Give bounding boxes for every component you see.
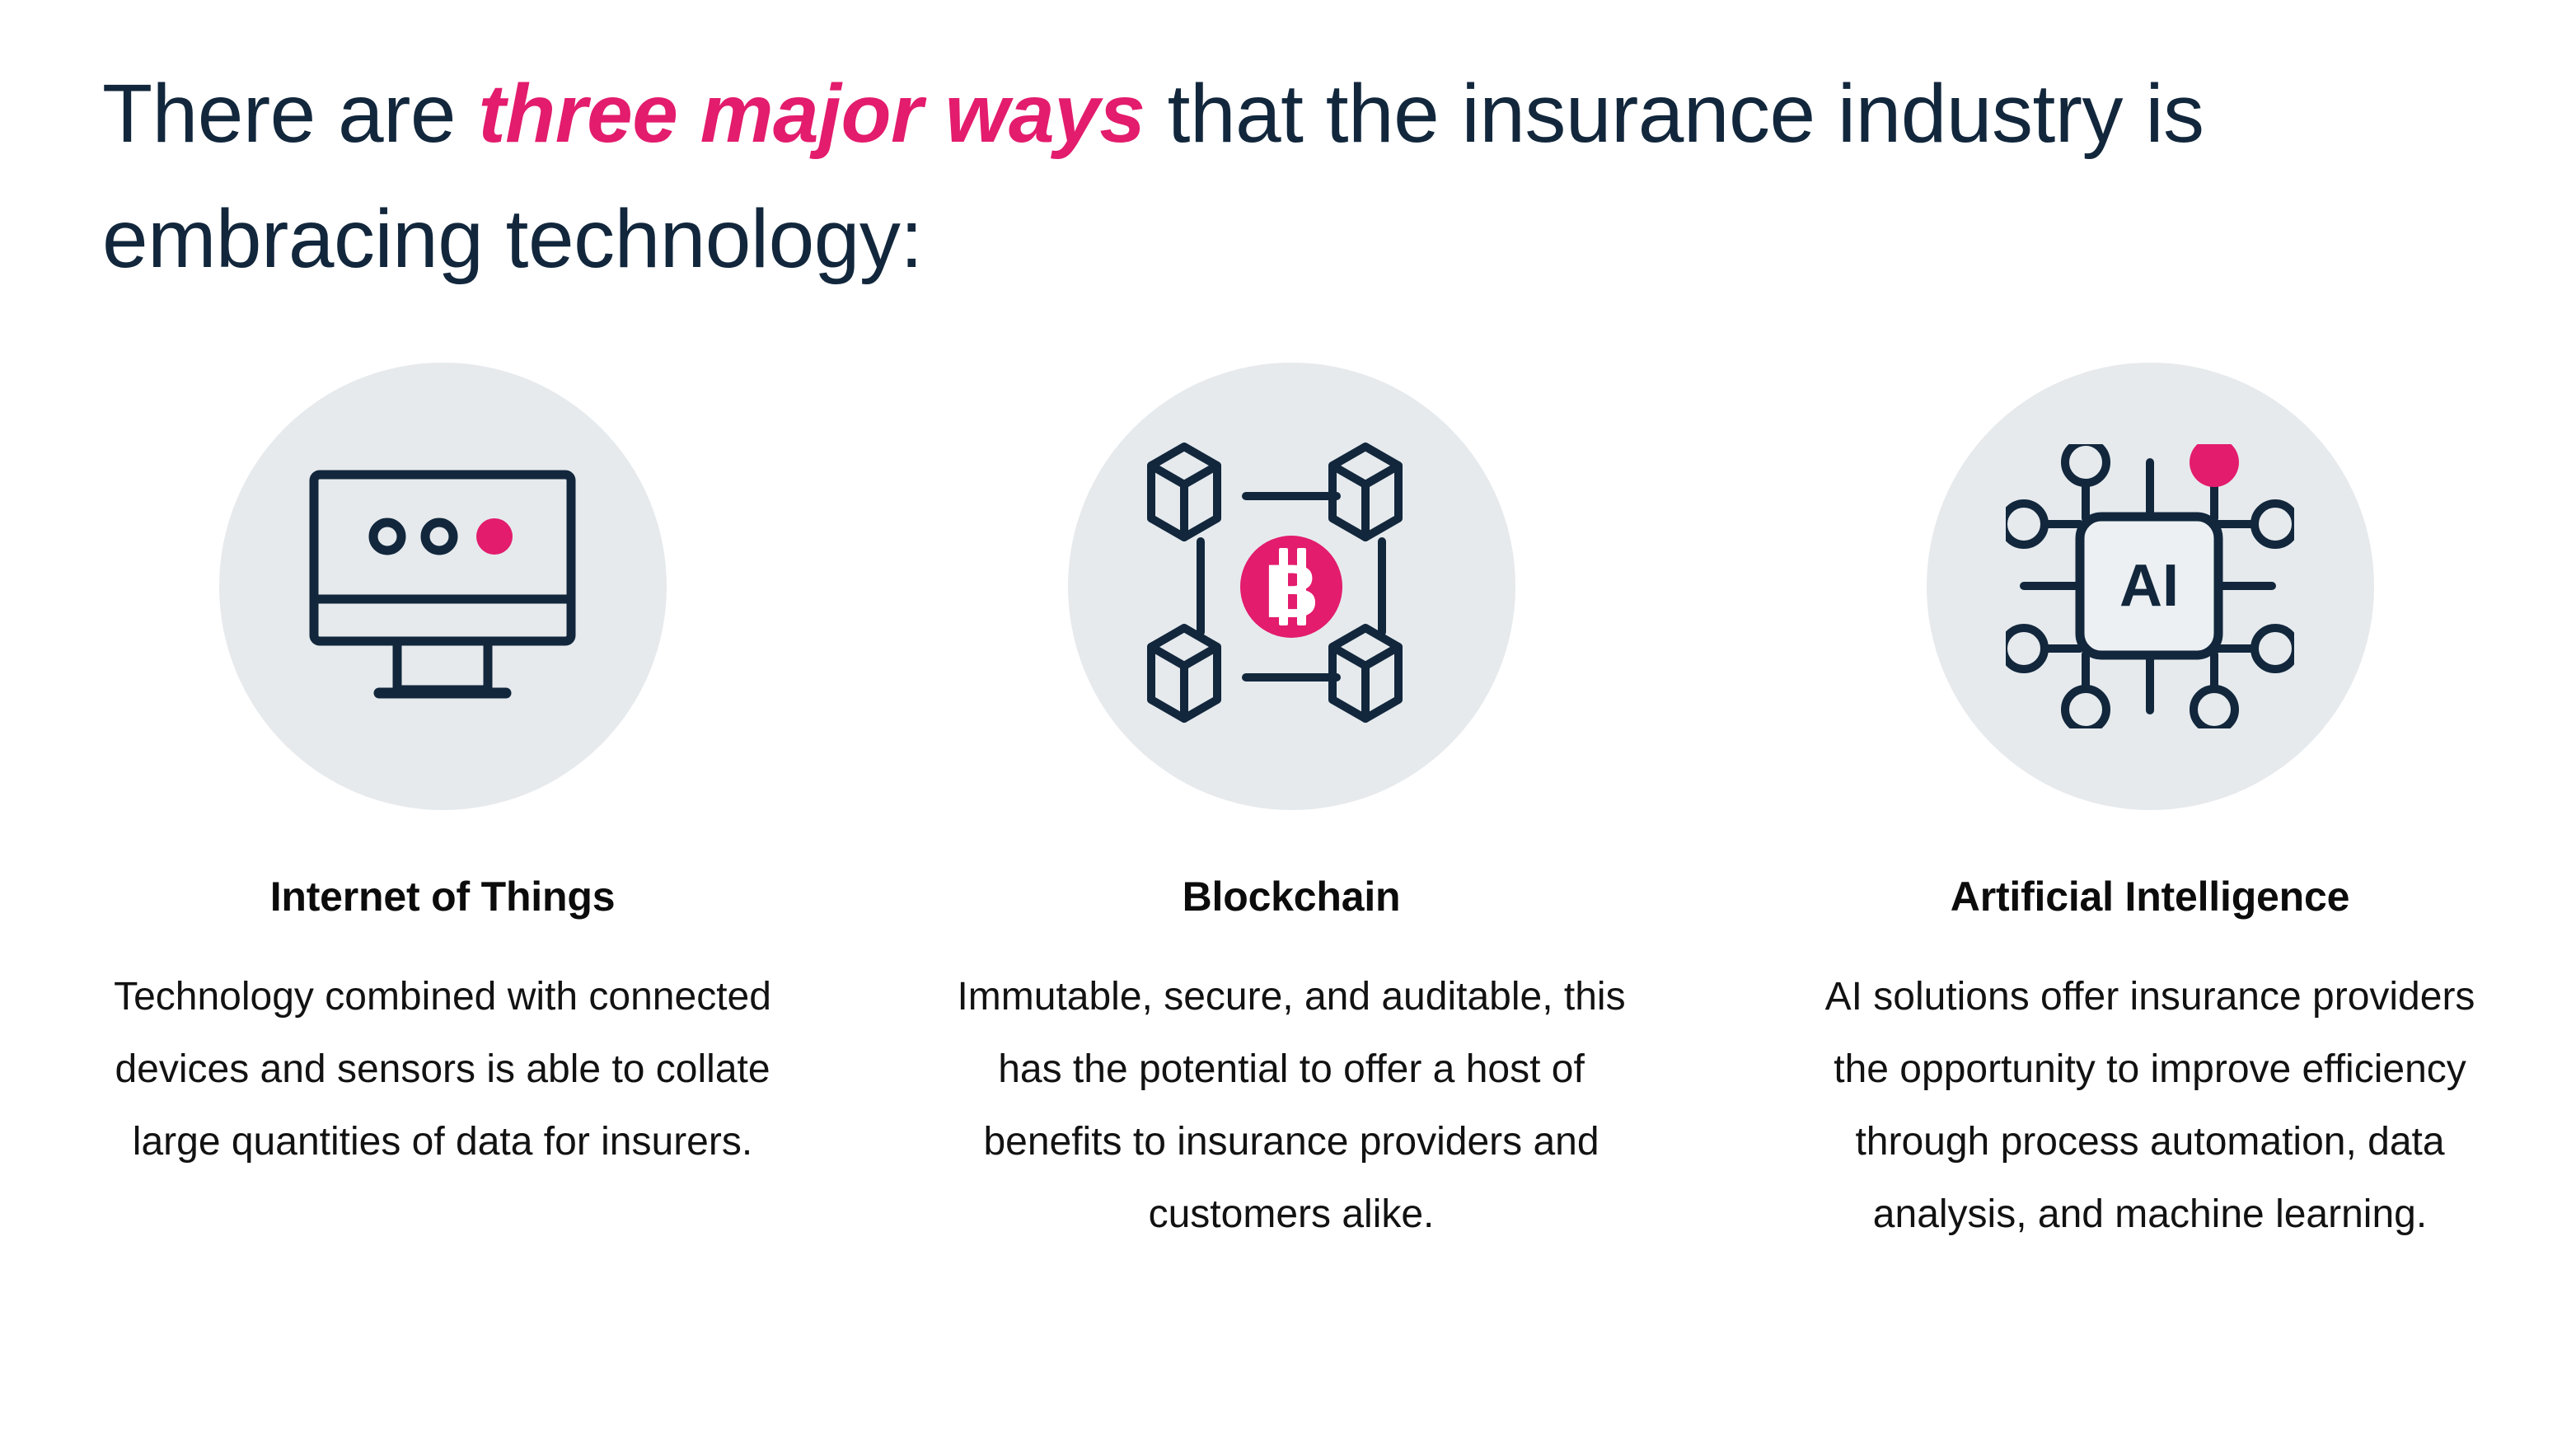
blockchain-bitcoin-icon: B	[1147, 442, 1436, 731]
headline-accent: three major ways	[478, 68, 1145, 160]
card-title: Blockchain	[1182, 874, 1401, 920]
svg-text:B: B	[1264, 550, 1318, 634]
feature-card-internet-of-things: Internet of Things Technology combined w…	[18, 363, 867, 1178]
monitor-iot-icon	[307, 467, 578, 706]
card-title: Internet of Things	[269, 874, 616, 920]
card-body: AI solutions offer insurance providers t…	[1824, 975, 2475, 1236]
card-body: Immutable, secure, and auditable, this h…	[957, 975, 1626, 1236]
page-headline: There are three major ways that the insu…	[102, 51, 2426, 302]
icon-circle-1	[218, 363, 667, 810]
ai-chip-icon: AI	[2006, 444, 2294, 728]
ai-chip-label: AI	[2119, 553, 2179, 619]
feature-card-artificial-intelligence: AI Artificial Intelligence AI solutions …	[1726, 363, 2574, 1251]
card-title: Artificial Intelligence	[1950, 874, 2350, 920]
feature-columns: Internet of Things Technology combined w…	[0, 363, 2576, 1251]
icon-circle-2: B	[1067, 363, 1515, 810]
card-body: Technology combined with connected devic…	[114, 975, 771, 1164]
icon-circle-3: AI	[1926, 363, 2374, 810]
feature-card-blockchain: B Blockchain Immutable, secure, and audi…	[867, 363, 1716, 1251]
headline-part-2: that the insurance industry is embracing…	[102, 68, 2227, 285]
headline-part-1: There are	[102, 68, 479, 160]
